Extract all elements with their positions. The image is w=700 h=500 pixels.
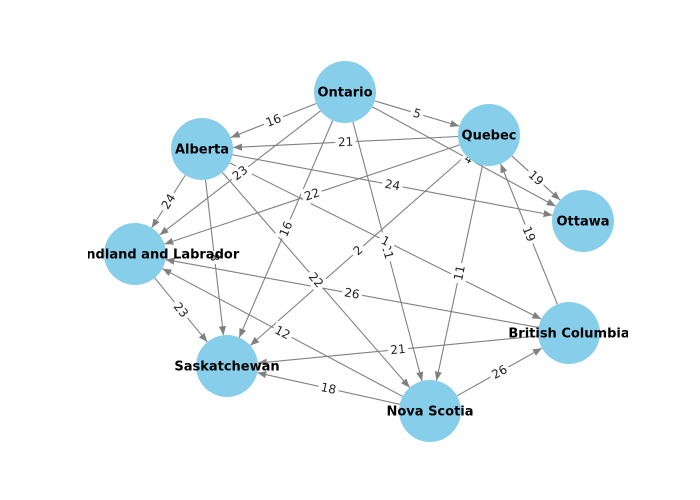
edge-weight: 22 [303,185,322,203]
edge-weight: 26 [343,285,361,302]
edge-label-alberta-ns: 22 [303,267,329,293]
edge-label-ontario-nl: 23 [227,160,253,186]
edge-label-alberta-bc: 1 [376,230,395,252]
edge-weight: 24 [158,191,178,211]
edge-label-alberta-ottawa: 24 [380,175,405,195]
node-quebec: Quebec [458,104,520,166]
node-circle [104,223,166,285]
node-circle [314,61,376,123]
edge-label-ns-sask: 18 [316,378,341,399]
edge-weight: 11 [451,264,468,282]
node-circle [458,104,520,166]
edge-label-background [303,267,329,293]
edge-label-background [347,240,369,261]
edge-label-background [380,175,405,195]
edge-label-background [227,160,253,186]
edge-weight: 21 [390,342,407,357]
edge-label-bc-sask: 21 [387,340,409,359]
edge-label-ontario-sask: 16 [274,216,298,242]
node-bc: British Columbia [508,302,629,364]
node-circle [171,118,233,180]
edge-label-background [387,340,409,359]
node-alberta: Alberta [171,118,233,180]
edge-label-background [261,109,286,132]
node-circle [552,190,614,252]
edge-label-bc-nl: 26 [340,283,364,304]
edge-weight: 21 [338,135,354,150]
node-circle [399,380,461,442]
edge-label-ontario-quebec: 5 [408,103,426,124]
edge-label-background [486,360,513,384]
edge-label-quebec-ottawa: 19 [523,165,549,191]
node-label: Nova Scotia [386,405,473,420]
edge-label-background [523,165,549,191]
edge-weight: 26 [489,362,509,382]
edge-label-background [340,283,364,304]
node-label: Saskatchewan [174,360,279,375]
edge-weight: 18 [320,380,338,397]
node-label: Ottawa [556,215,609,230]
node-circle [196,335,258,397]
edge-label-ontario-alberta: 16 [261,109,286,132]
edge-label-background [408,103,426,124]
node-circle [538,302,600,364]
edge-label-background [299,183,325,206]
edge-weight: 16 [277,219,296,239]
edge-label-background [376,230,395,252]
edge-label-bc-quebec: 19 [517,221,541,247]
edge-label-background [517,221,541,247]
edge-label-background [269,320,296,345]
edge-label-background [156,188,181,215]
node-ottawa: Ottawa [552,190,614,252]
node-label: Newfoundland and Labrador [31,248,240,263]
edge-label-quebec-alberta: 21 [334,133,357,151]
edge-label-background [205,250,224,265]
node-nl: Newfoundland and Labrador [31,223,240,285]
node-ontario: Ontario [314,61,376,123]
edge-label-quebec-nl: 22 [299,183,325,206]
node-label: Quebec [462,129,517,144]
node-ns: Nova Scotia [386,380,474,442]
edge-weight: 22 [306,270,327,291]
edge-label-alberta-sask: 8 [205,250,224,265]
edge-label-ns-nl: 12 [269,320,296,345]
edge-label-background [168,297,194,323]
edge-label-background [274,216,298,242]
node-sask: Saskatchewan [174,335,280,397]
edge-label-alberta-nl: 24 [156,188,181,215]
edge-weight: 19 [520,224,539,243]
edge-label-quebec-sask: 2 [347,240,369,261]
edge-weight: 5 [411,106,422,122]
edge-weight: 16 [264,111,283,130]
edge-label-ns-bc: 26 [486,360,513,384]
node-label: Ontario [317,86,372,101]
edge-label-background [316,378,341,399]
edge-weight: 12 [272,323,292,343]
edge-labels-layer: 5164231621211922211242481222326192112182… [156,103,549,399]
edge-label-nl-sask: 23 [168,297,194,323]
edge-label-background [334,133,357,151]
edge-weight: 24 [384,177,402,194]
node-label: Alberta [175,143,229,158]
edge-weight: 8 [207,253,222,262]
node-label: British Columbia [508,327,629,342]
edge-label-quebec-ns: 11 [449,261,470,285]
edge-label-background [449,261,470,285]
